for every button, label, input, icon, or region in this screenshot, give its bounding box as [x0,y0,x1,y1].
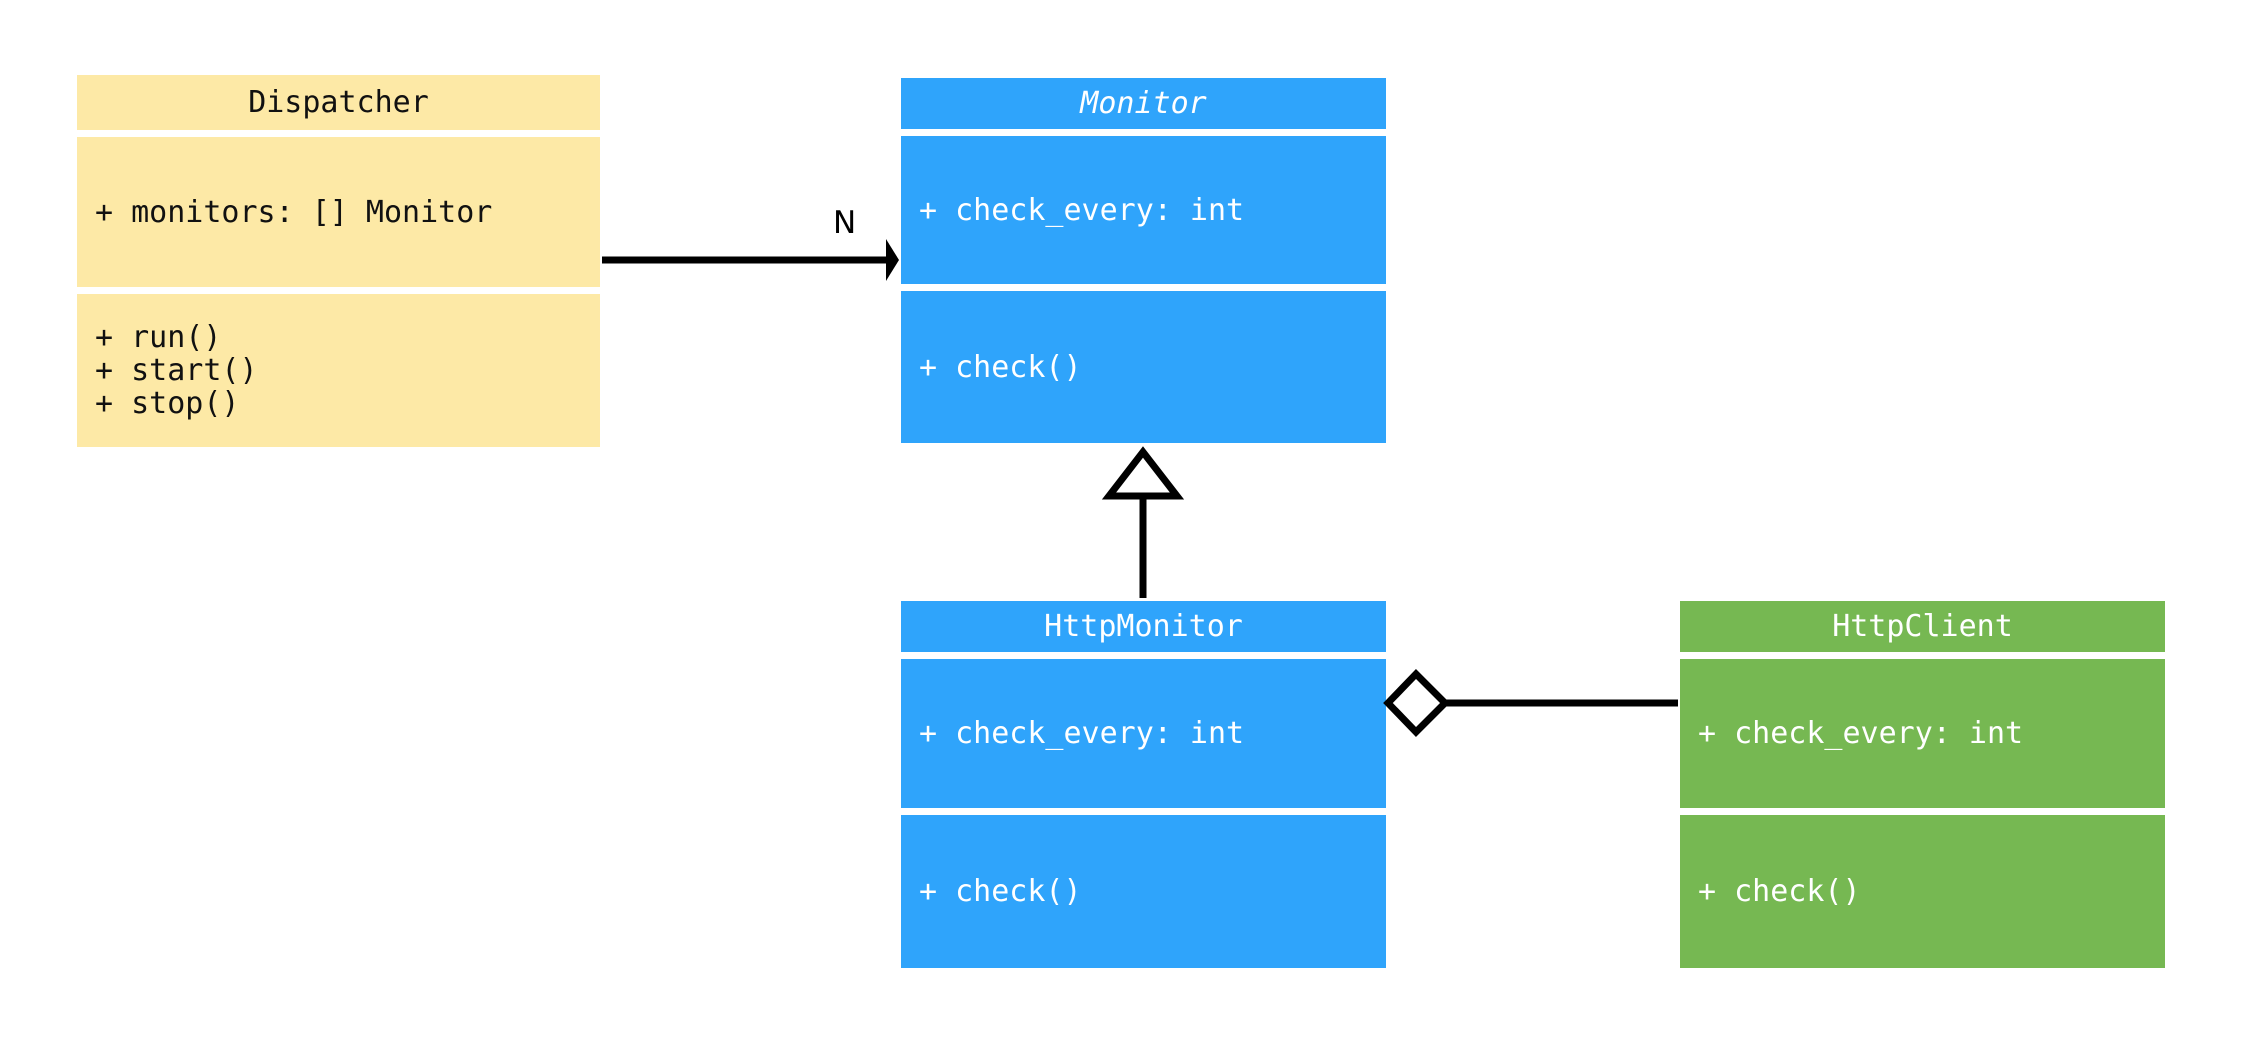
class-name-http-monitor: HttpMonitor [1044,609,1243,644]
method-item: + run() [95,320,222,355]
edge-http-monitor-to-monitor [1101,446,1185,598]
attribute-item: + check_every: int [919,192,1245,228]
method-item: + stop() [95,386,240,421]
open-arrow-icon [886,239,899,281]
class-box-http-monitor[interactable]: HttpMonitor + check_every: int + check() [901,601,1386,975]
class-box-http-client[interactable]: HttpClient + check_every: int + check() [1680,601,2165,975]
method-item: + start() [95,353,258,388]
class-box-dispatcher[interactable]: Dispatcher + monitors: [] Monitor + run(… [77,75,600,447]
hollow-diamond-icon [1383,669,1450,737]
class-box-monitor[interactable]: Monitor + check_every: int + check() [901,78,1386,450]
edge-http-monitor-to-http-client [1383,669,1678,737]
class-title-http-client: HttpClient [1680,601,2165,652]
attribute-item: + check_every: int [919,716,1245,751]
class-name-dispatcher: Dispatcher [248,85,429,120]
edge-dispatcher-to-monitor [602,239,899,281]
edge-label-multiplicity-n: N [833,205,857,241]
hollow-triangle-icon [1101,446,1185,500]
class-methods-monitor: + check() [901,291,1386,443]
method-item: + check() [919,349,1082,385]
class-methods-dispatcher: + run() + start() + stop() [77,294,600,447]
class-title-http-monitor: HttpMonitor [901,601,1386,652]
class-attributes-http-monitor: + check_every: int [901,659,1386,808]
class-methods-http-monitor: + check() [901,815,1386,968]
class-name-http-client: HttpClient [1832,609,2013,644]
method-item: + check() [919,874,1082,909]
class-title-dispatcher: Dispatcher [77,75,600,130]
class-attributes-monitor: + check_every: int [901,136,1386,284]
attribute-item: + check_every: int [1698,716,2024,751]
class-attributes-http-client: + check_every: int [1680,659,2165,808]
attribute-item: + monitors: [] Monitor [95,194,493,230]
method-item: + check() [1698,874,1861,909]
class-title-monitor: Monitor [901,78,1386,129]
class-attributes-dispatcher: + monitors: [] Monitor [77,137,600,287]
class-methods-http-client: + check() [1680,815,2165,968]
class-name-monitor: Monitor [1080,86,1207,121]
